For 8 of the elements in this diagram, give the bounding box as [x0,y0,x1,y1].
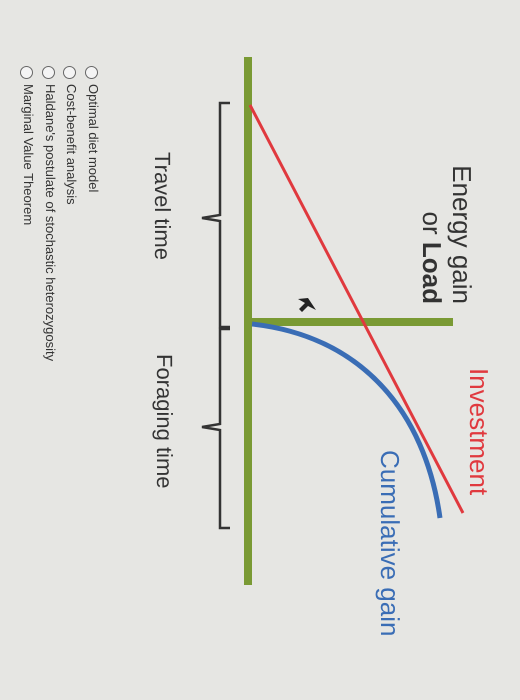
line-label: Investment [463,368,493,496]
axis-label: Foraging time [152,354,177,489]
option-label: Haldane's postulate of stochastic heterozygosity [42,84,57,362]
curve-label: Cumulative gain [374,450,404,636]
option-label: Cost-benefit analysis [64,84,78,205]
option-label: Marginal Value Theorem [20,84,36,226]
option-label: Optimal diet model [85,84,100,192]
axis-label: Travel time [150,152,175,260]
